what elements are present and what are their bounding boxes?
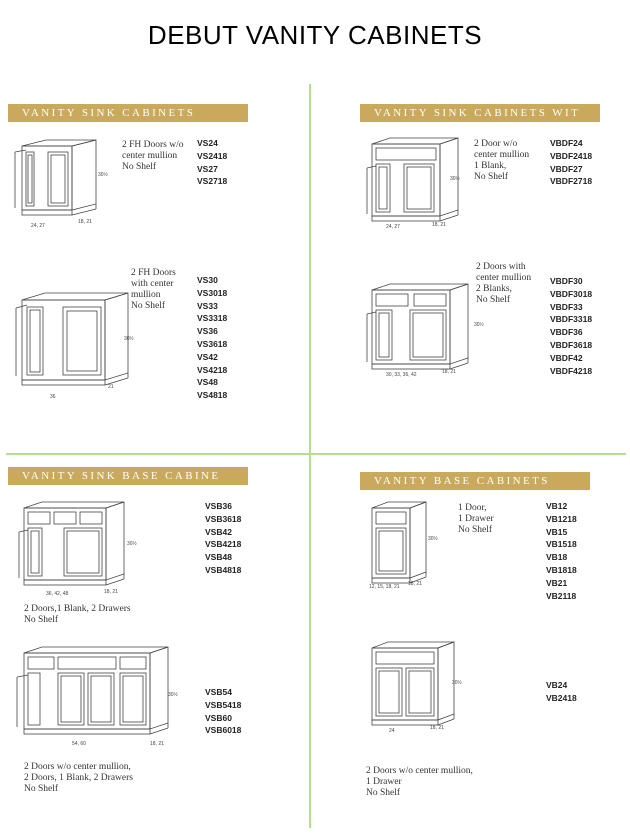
cabinet-drawing-vb12 (371, 501, 427, 584)
cabinet-drawing-vb24 (371, 641, 455, 726)
height-dimension: 30½ (124, 336, 134, 342)
cabinet-drawing-vsb36 (18, 501, 125, 586)
section-banner-vanity-sink-cabinets: VANITY SINK CABINETS (8, 104, 248, 122)
item-description: 2 Doors w/o center mullion,2 Doors, 1 Bl… (24, 762, 133, 794)
height-dimension: 30½ (450, 176, 460, 182)
width-dimension: 12, 15, 18, 21 (369, 584, 400, 590)
depth-dimension: 18, 21 (430, 725, 444, 731)
cabinet-drawing-vbdf24 (366, 137, 459, 222)
depth-dimension: 18, 21 (78, 219, 92, 225)
page-title: DEBUT VANITY CABINETS (147, 20, 483, 50)
width-dimension: 36, 42, 48 (46, 591, 69, 597)
section-banner-vanity-base-cabinets: VANITY BASE CABINETS (360, 472, 590, 490)
width-dimension: 54, 60 (72, 741, 86, 747)
depth-dimension: 18, 21 (408, 581, 422, 587)
cabinet-drawing-vsb54 (16, 646, 169, 735)
depth-dimension: 18, 21 (442, 369, 456, 375)
depth-dimension: 18, 21 (432, 222, 446, 228)
depth-dimension: 21 (108, 384, 114, 390)
height-dimension: 30½ (127, 541, 137, 547)
vertical-divider (309, 84, 311, 828)
cabinet-drawing-vbdf30 (366, 283, 469, 370)
horizontal-divider (6, 453, 626, 455)
height-dimension: 30½ (452, 680, 462, 686)
section-banner-vanity-sink-cabinets-with: VANITY SINK CABINETS WIT (360, 104, 600, 122)
height-dimension: 30½ (168, 692, 178, 698)
depth-dimension: 18, 21 (104, 589, 118, 595)
width-dimension: 24, 27 (31, 223, 45, 229)
width-dimension: 36 (50, 394, 56, 400)
cabinet-drawing-vs24 (14, 139, 97, 216)
section-banner-vanity-sink-base-cabinets: VANITY SINK BASE CABINE (8, 467, 248, 485)
height-dimension: 30½ (98, 172, 108, 178)
height-dimension: 30½ (474, 322, 484, 328)
width-dimension: 24 (389, 728, 395, 734)
cabinet-drawing-vs30 (15, 292, 129, 386)
width-dimension: 30, 33, 36, 42 (386, 372, 417, 378)
depth-dimension: 18, 21 (150, 741, 164, 747)
height-dimension: 30½ (428, 536, 438, 542)
width-dimension: 24, 27 (386, 224, 400, 230)
